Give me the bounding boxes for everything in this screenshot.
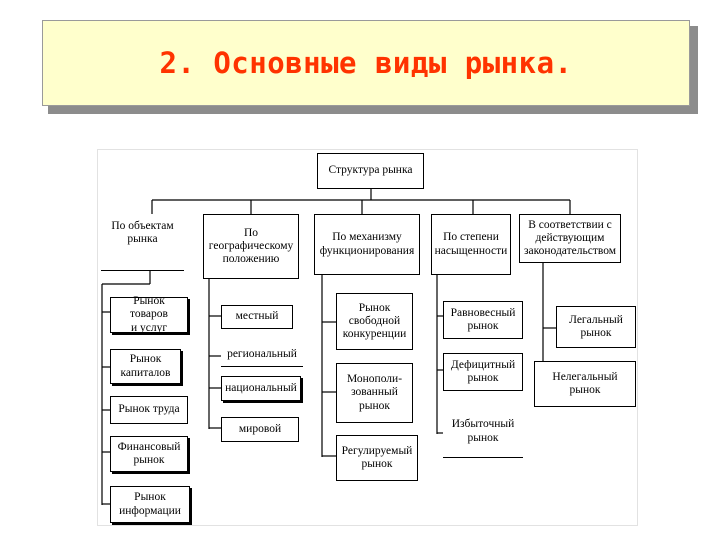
goods-services-market: Рынок товаров и услуг <box>110 295 188 334</box>
root-node: Структура рынка <box>317 153 424 189</box>
national-market: национальный <box>221 376 301 401</box>
information-market: Рынок информации <box>110 486 190 523</box>
category-by-law: В соответствии с действующим законодател… <box>519 214 621 263</box>
surplus-market: Избыточный рынок <box>443 406 523 458</box>
title-banner: 2. Основные виды рынка. <box>42 20 690 106</box>
legal-market: Легальный рынок <box>556 306 636 348</box>
illegal-market: Нелегальный рынок <box>534 361 636 407</box>
category-by-saturation: По степени насыщенности <box>431 214 511 275</box>
regional-market: региональный <box>221 343 303 367</box>
labor-market: Рынок труда <box>110 396 188 424</box>
world-market: мировой <box>221 417 299 442</box>
free-competition-market: Рынок свободной конкуренции <box>336 293 413 350</box>
regulated-market: Регулируемый рынок <box>336 435 418 481</box>
market-structure-diagram: Структура рынка По объектам рынка По гео… <box>97 149 638 526</box>
capital-market: Рынок капиталов <box>110 349 181 384</box>
monopolized-market: Монополи- зованный рынок <box>336 363 413 423</box>
category-by-mechanism: По механизму функционирования <box>314 214 420 275</box>
connector-lines <box>101 189 571 505</box>
deficit-market: Дефицитный рынок <box>443 353 523 391</box>
equilibrium-market: Равновесный рынок <box>443 301 523 339</box>
local-market: местный <box>221 305 293 329</box>
financial-market: Финансовый рынок <box>110 436 188 472</box>
category-by-object: По объектам рынка <box>101 214 184 271</box>
slide-title: 2. Основные виды рынка. <box>159 46 573 80</box>
category-by-geography: По географическому положению <box>203 214 299 279</box>
